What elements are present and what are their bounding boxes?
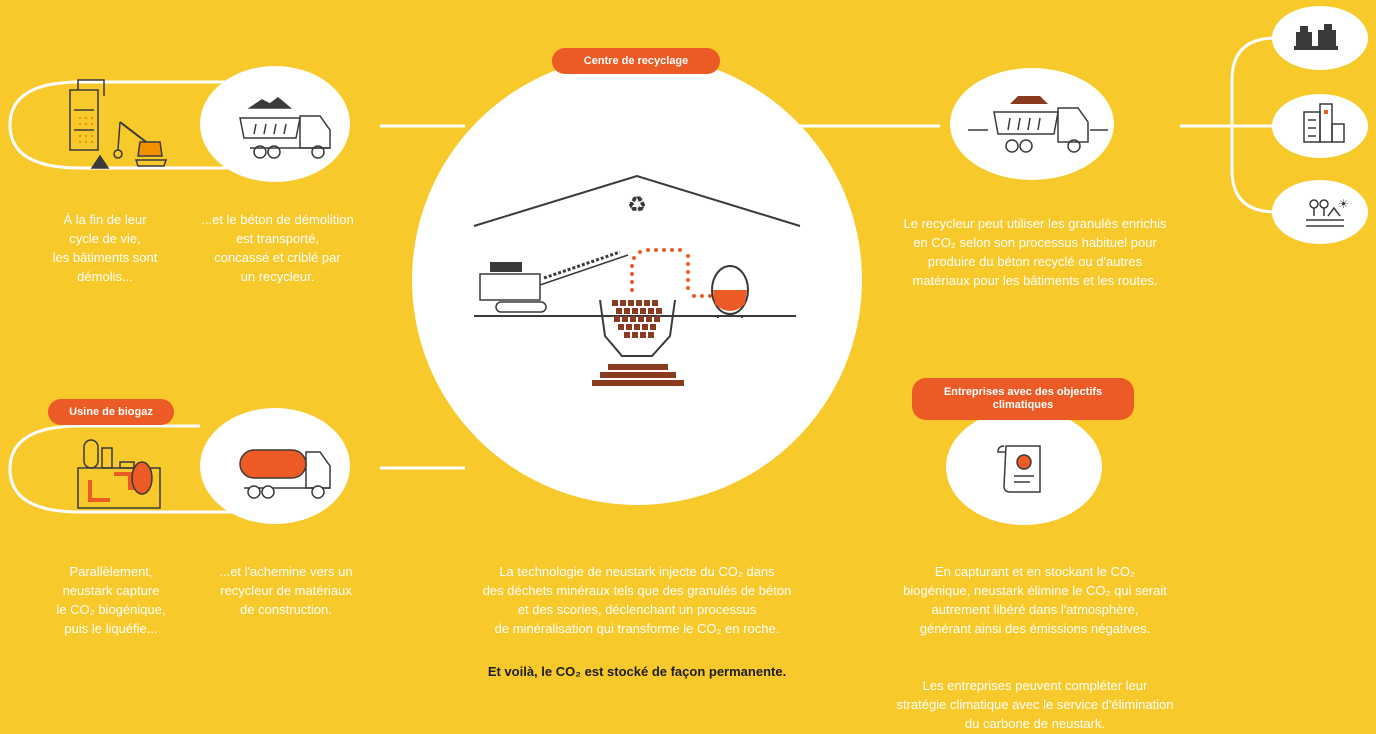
dump-truck-rubble-icon <box>239 97 331 159</box>
granules-truck-circle <box>950 68 1114 180</box>
recycling-center-badge: Centre de recyclage <box>552 48 720 74</box>
bricks-icon <box>1294 24 1338 50</box>
landscape-circle <box>1272 180 1368 244</box>
biogas-plant-badge: Usine de biogaz <box>48 399 174 425</box>
certificate-icon <box>997 445 1041 493</box>
recycler-text: Le recycleur peut utiliser les granulés … <box>903 216 1167 288</box>
demolition-text-b: ...et le béton de démolition est transpo… <box>201 212 354 284</box>
demolition-truck-circle <box>200 66 350 182</box>
tanker-truck-icon <box>239 449 331 499</box>
companies-badge: Entreprises avec des objectifs climatiqu… <box>912 378 1134 420</box>
landscape-icon: ☀ <box>1306 197 1349 227</box>
demolition-crane-icon <box>69 79 168 169</box>
demolition-text-a: À la fin de leur cycle de vie, les bâtim… <box>52 212 158 284</box>
technology-text: La technologie de neustark injecte du CO… <box>482 564 792 636</box>
recycling-hall-icon: ♻ <box>473 174 801 386</box>
recycling-center-circle <box>412 55 862 505</box>
companies-text: Les entreprises peuvent compléter leur s… <box>896 678 1174 731</box>
dump-truck-granules-icon <box>968 96 1108 153</box>
biogas-text-b: ...et l'achemine vers un recycleur de ma… <box>219 564 353 617</box>
negative-emissions-text: En capturant et en stockant le CO₂ biogé… <box>903 564 1167 636</box>
svg-text:☀: ☀ <box>1338 197 1349 211</box>
building-icon <box>1303 103 1345 143</box>
conclusion-text: Et voilà, le CO₂ est stocké de façon per… <box>487 664 787 679</box>
svg-text:♻: ♻ <box>627 193 647 218</box>
biogas-text-a: Parallèlement, neustark capture le CO₂ b… <box>56 564 166 636</box>
biogas-plant-icon <box>77 439 161 509</box>
